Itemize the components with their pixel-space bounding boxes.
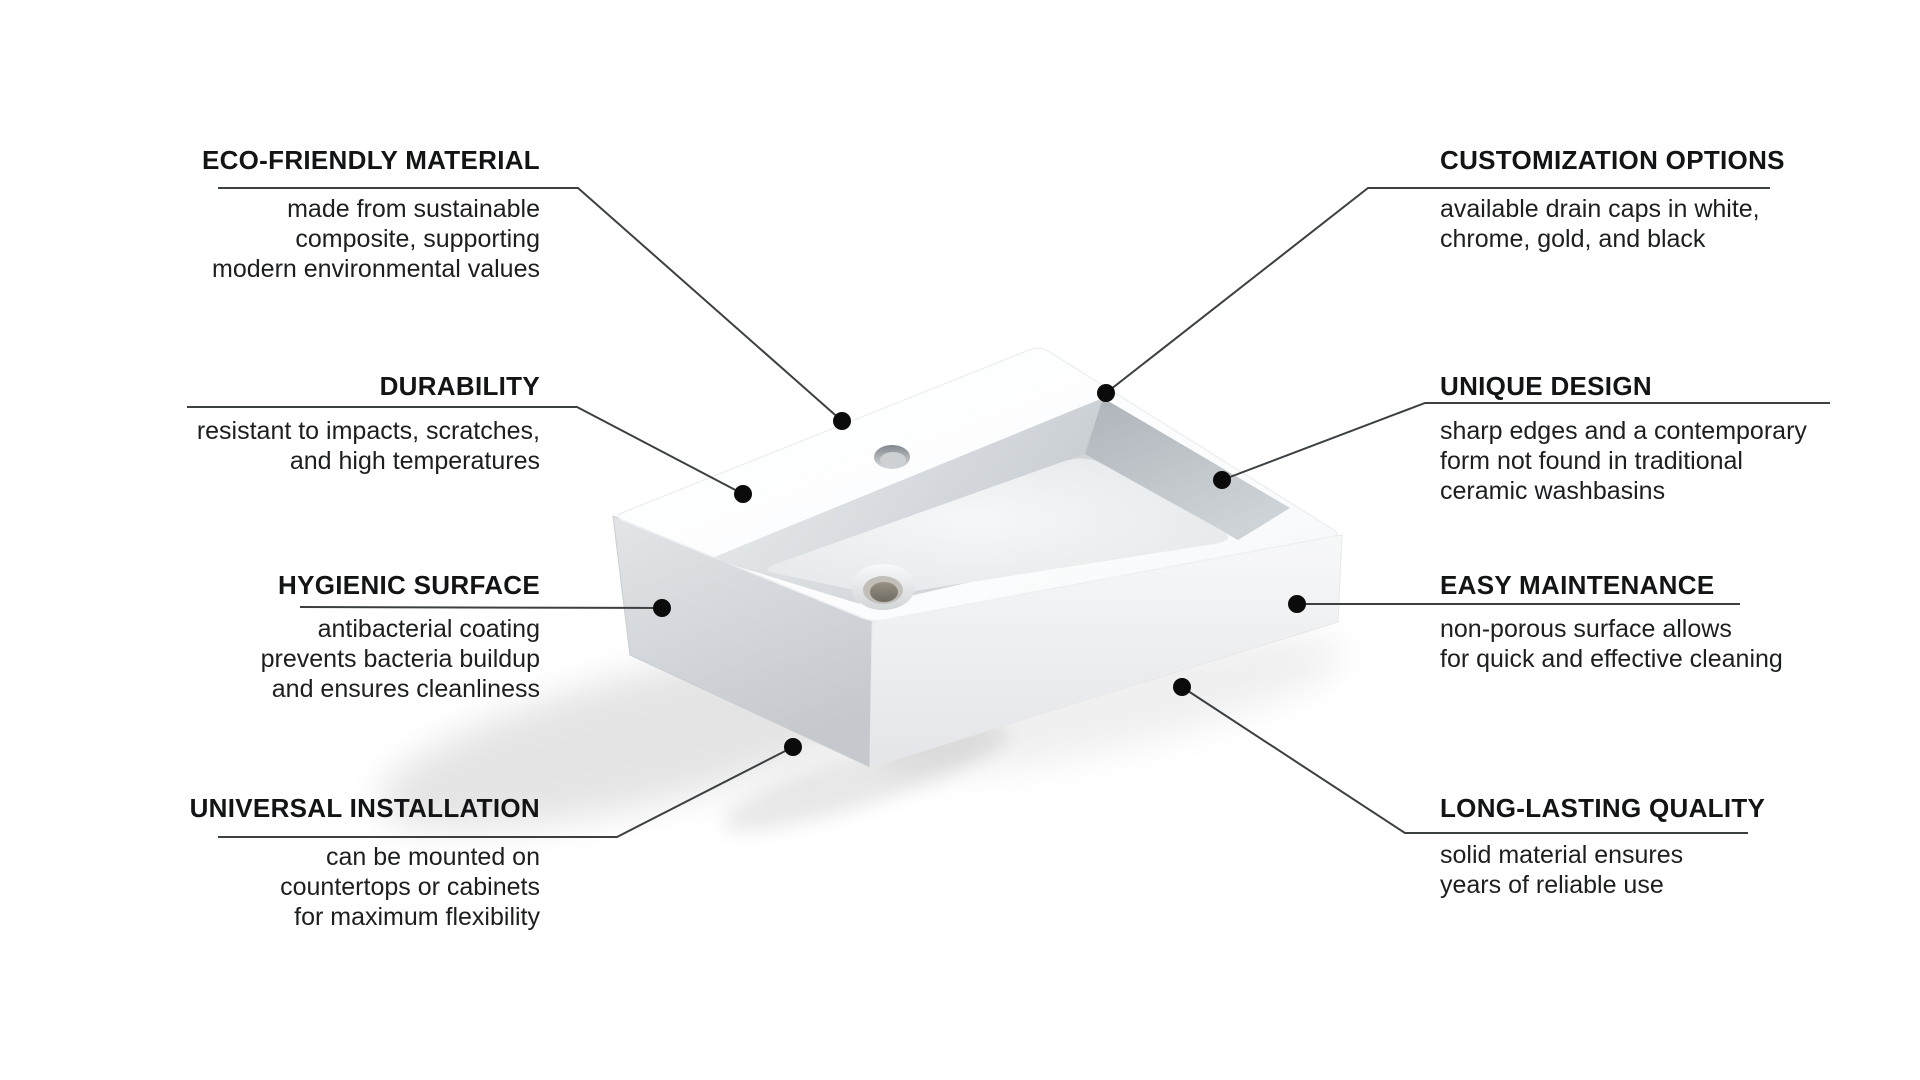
feature-description-line: for maximum flexibility — [294, 903, 540, 931]
leader-line-unique — [1221, 402, 1830, 481]
feature-title: HYGIENIC SURFACE — [278, 570, 540, 600]
leader-lines — [187, 187, 1830, 838]
leader-line-hygienic — [299, 606, 663, 609]
feature-description-line: non-porous surface allows — [1440, 615, 1732, 643]
leader-dot-easy — [1288, 595, 1306, 613]
feature-description: solid material ensures years of reliable… — [1440, 840, 1765, 900]
feature-description-line: prevents bacteria buildup — [260, 645, 540, 673]
feature-unique-design: UNIQUE DESIGN sharp edges and a contempo… — [1440, 369, 1807, 506]
feature-description-line: resistant to impacts, scratches, — [196, 417, 540, 445]
feature-description-line: and high temperatures — [289, 447, 540, 475]
feature-title: CUSTOMIZATION OPTIONS — [1440, 145, 1785, 175]
feature-title: UNIQUE DESIGN — [1440, 371, 1652, 401]
feature-description-line: made from sustainable — [287, 195, 540, 223]
feature-eco-friendly-material: ECO-FRIENDLY MATERIAL made from sustaina… — [202, 143, 540, 284]
leader-dot-eco — [833, 412, 851, 430]
feature-title: ECO-FRIENDLY MATERIAL — [201, 145, 540, 175]
feature-description: made from sustainable composite, support… — [202, 194, 540, 284]
feature-description-line: solid material ensures — [1440, 841, 1684, 869]
feature-description-line: form not found in traditional — [1440, 447, 1743, 475]
feature-description-line: antibacterial coating — [317, 615, 540, 643]
sink-basin-right-wall — [1085, 398, 1290, 540]
feature-description: available drain caps in white, chrome, g… — [1440, 194, 1785, 254]
feature-description-line: ceramic washbasins — [1440, 477, 1666, 505]
feature-description: can be mounted on countertops or cabinet… — [190, 842, 540, 932]
feature-description-line: sharp edges and a contemporary — [1440, 417, 1807, 445]
leader-line-customization — [1105, 187, 1770, 394]
feature-description-line: years of reliable use — [1440, 871, 1664, 899]
feature-description-line: modern environmental values — [212, 255, 540, 283]
feature-description-line: chrome, gold, and black — [1440, 225, 1706, 253]
feature-description: resistant to impacts, scratches, and hig… — [197, 416, 540, 476]
leader-dot-universal — [784, 738, 802, 756]
feature-description-line: composite, supporting — [295, 225, 540, 253]
feature-description: non-porous surface allows for quick and … — [1440, 614, 1783, 674]
feature-description-line: for quick and effective cleaning — [1440, 645, 1783, 673]
feature-description-line: available drain caps in white, — [1440, 195, 1760, 223]
feature-long-lasting-quality: LONG-LASTING QUALITY solid material ensu… — [1440, 791, 1765, 900]
leader-dot-durability — [734, 485, 752, 503]
leader-line-eco — [218, 187, 843, 422]
feature-description-line: countertops or cabinets — [280, 873, 540, 901]
feature-title: EASY MAINTENANCE — [1440, 570, 1715, 600]
feature-universal-installation: UNIVERSAL INSTALLATION can be mounted on… — [190, 791, 540, 932]
feature-description: sharp edges and a contemporary form not … — [1440, 416, 1807, 506]
leader-dots — [653, 384, 1306, 756]
feature-title: DURABILITY — [379, 371, 540, 401]
feature-title: UNIVERSAL INSTALLATION — [189, 793, 540, 823]
leader-dot-hygienic — [653, 599, 671, 617]
feature-customization-options: CUSTOMIZATION OPTIONS available drain ca… — [1440, 143, 1785, 254]
sink-basin-floor — [767, 458, 1229, 594]
feature-description: antibacterial coating prevents bacteria … — [261, 614, 540, 704]
feature-hygienic-surface: HYGIENIC SURFACE antibacterial coating p… — [261, 568, 540, 704]
feature-description-line: can be mounted on — [325, 843, 540, 871]
leader-line-universal — [218, 746, 794, 838]
feature-title: LONG-LASTING QUALITY — [1440, 793, 1766, 823]
faucet-hole — [874, 445, 910, 469]
sink-basin-back-wall — [712, 398, 1103, 570]
leader-dot-unique — [1213, 471, 1231, 489]
drain-hole — [851, 564, 915, 610]
leader-dot-customization — [1097, 384, 1115, 402]
feature-description-line: and ensures cleanliness — [271, 675, 540, 703]
feature-durability: DURABILITY resistant to impacts, scratch… — [197, 369, 540, 476]
leader-line-durability — [187, 406, 744, 495]
leader-line-long — [1181, 686, 1748, 834]
leader-dot-long — [1173, 678, 1191, 696]
feature-easy-maintenance: EASY MAINTENANCE non-porous surface allo… — [1440, 568, 1783, 674]
sink-basin — [712, 398, 1290, 604]
